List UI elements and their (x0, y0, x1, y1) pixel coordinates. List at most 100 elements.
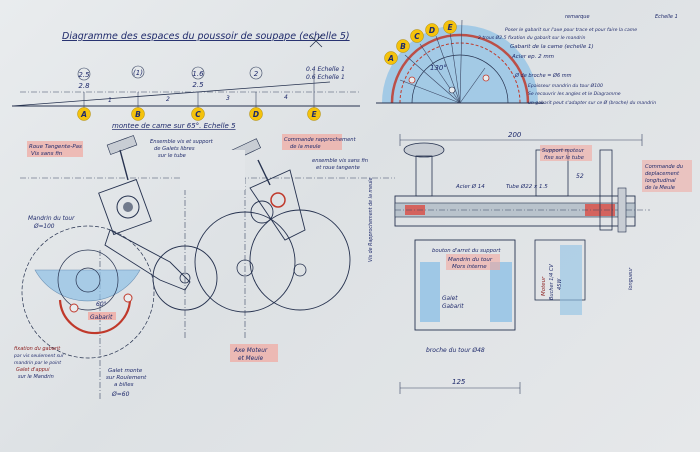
template-wash (382, 25, 538, 103)
left-diagram: 2.52.8 (1) 1.62.5 2 0.4 Echelle 1 0.6 Ec… (11, 65, 360, 130)
label-support: Support moteur fixe sur le tube (540, 145, 592, 161)
dim-200: 200 (508, 131, 522, 139)
svg-text:C: C (195, 110, 201, 119)
label: mandrin par le point (14, 360, 61, 366)
marker-E: E (443, 20, 457, 34)
height-label: 2.5 (192, 81, 204, 89)
station-number: 2 (166, 96, 170, 103)
label: et roue tangente (316, 165, 360, 171)
note: Gabarit de la came (echelle 1) (510, 44, 594, 50)
label-commande-depl: Commande du deplacement longitudinal de … (642, 160, 692, 192)
svg-text:D: D (429, 26, 435, 35)
svg-text:Gabarit: Gabarit (90, 314, 113, 321)
svg-text:Axe Moteur: Axe Moteur (233, 348, 268, 354)
note: Poser le gabarit sur l'axe pour trace et… (505, 27, 637, 33)
scale-note: 0.6 Echelle 1 (306, 74, 345, 81)
label: Ø=100 (33, 223, 55, 230)
note: Epaisseur mandrin du tour Ø100 (528, 82, 603, 89)
svg-text:D: D (253, 110, 259, 119)
label: a billes (114, 382, 134, 388)
svg-text:Commande du: Commande du (645, 164, 684, 170)
angle-label: 60° (96, 301, 107, 308)
station-circle-4: 2 (249, 66, 263, 80)
mechanism-view: 60° Gabarit Roue Tangente-Pas Vis sans f… (13, 134, 395, 400)
label: Mandrin du tour (28, 216, 75, 222)
label-moteur: Axe Moteur et Meule (230, 344, 278, 362)
drawing-title: Diagramme des espaces du poussoir de sou… (62, 31, 350, 42)
note: un gabarit peut s'adapter sur ce Ø (broc… (528, 99, 656, 106)
svg-text:Commande rapprochement: Commande rapprochement (284, 137, 357, 143)
label: Ø=60 (111, 391, 130, 398)
angle-label: 130° (430, 64, 447, 72)
gabarit-label: Gabarit (88, 312, 116, 321)
height-label: 2.8 (78, 82, 90, 90)
label: sur Roulement (106, 375, 147, 381)
gabarit-label: Gabarit (442, 304, 464, 310)
motor-label: Moteur (541, 276, 547, 296)
svg-text:et Meule: et Meule (238, 356, 264, 362)
note: Se recouvrir les angles et le Diagramme (528, 91, 621, 97)
station-circle-3: 1.62.5 (191, 66, 205, 89)
marker-C: C (191, 107, 205, 121)
svg-text:Mors interne: Mors interne (452, 264, 487, 270)
longueur-label: longueur (628, 267, 634, 290)
dim-125: 125 (452, 378, 466, 386)
height-label: 2 (254, 70, 259, 78)
label: de Galets libres (154, 146, 195, 152)
svg-text:A: A (80, 110, 87, 119)
svg-text:de la meule: de la meule (290, 144, 321, 150)
label: fixation du gabarit (14, 346, 61, 352)
svg-text:fixe sur le tube: fixe sur le tube (544, 155, 585, 161)
motor-label: 45W (557, 278, 563, 290)
svg-text:E: E (447, 23, 453, 32)
note: Ø de broche = Ø6 mm (514, 72, 572, 79)
svg-text:Vis sans fin: Vis sans fin (31, 151, 63, 157)
galet-label: Galet (442, 296, 458, 302)
marker-B: B (396, 39, 410, 53)
acier-label: Acier Ø 14 (455, 183, 485, 190)
note: Echelle 1 (655, 14, 678, 20)
marker-A: A (384, 51, 398, 65)
station-circle-2: (1) (131, 65, 145, 79)
vertical-label: Vis de Rapprochement de la meule (368, 178, 374, 262)
svg-text:longitudinal: longitudinal (645, 178, 676, 184)
label-commande: Commande rapprochement de la meule (282, 134, 357, 150)
marker-D: D (249, 107, 263, 121)
station-number: 3 (226, 95, 230, 102)
label: sur le Mandrin (18, 374, 54, 380)
marker-D: D (425, 23, 439, 37)
svg-text:Support moteur: Support moteur (542, 148, 585, 154)
bouton-label: bouton d'arret du support (432, 248, 501, 254)
svg-text:de la Meule: de la Meule (645, 185, 675, 191)
label: par vis seulement sur (13, 353, 65, 359)
label: Galet monte (108, 368, 143, 374)
cross-mark (309, 34, 323, 48)
svg-text:E: E (311, 110, 317, 119)
station-number: 1 (108, 97, 112, 104)
station-circle-1: 2.52.8 (77, 67, 91, 90)
label: Galet d'appui (16, 367, 50, 373)
station-number: 4 (284, 94, 288, 101)
svg-text:Mandrin du tour: Mandrin du tour (448, 257, 493, 263)
svg-text:B: B (135, 110, 141, 119)
marker-B: B (131, 107, 145, 121)
label: Ensemble vis et support (150, 139, 214, 145)
label-mandrin: Mandrin du tour Mors interne (446, 254, 500, 270)
tube-label: Tube Ø22 x 1.5 (506, 183, 548, 190)
dim-52: 52 (576, 173, 584, 180)
height-label: 2.5 (78, 71, 90, 79)
label: ensemble vis sans fin (312, 158, 368, 164)
cam-template-diagram: 130° A B C D E remarque Echelle 1 Poser … (376, 14, 678, 106)
label: sur le tube (158, 153, 186, 159)
svg-text:deplacement: deplacement (645, 171, 680, 177)
label-roue: Roue Tangente-Pas Vis sans fin (27, 141, 83, 157)
note: Acier ep. 2 mm (511, 54, 554, 60)
note: remarque (565, 14, 590, 20)
height-label: 1.6 (192, 70, 204, 78)
svg-text:A: A (387, 54, 394, 63)
motor-label: Bucher 1/4 CV (549, 264, 555, 300)
height-label: (1) (133, 69, 143, 77)
svg-text:C: C (414, 32, 420, 41)
